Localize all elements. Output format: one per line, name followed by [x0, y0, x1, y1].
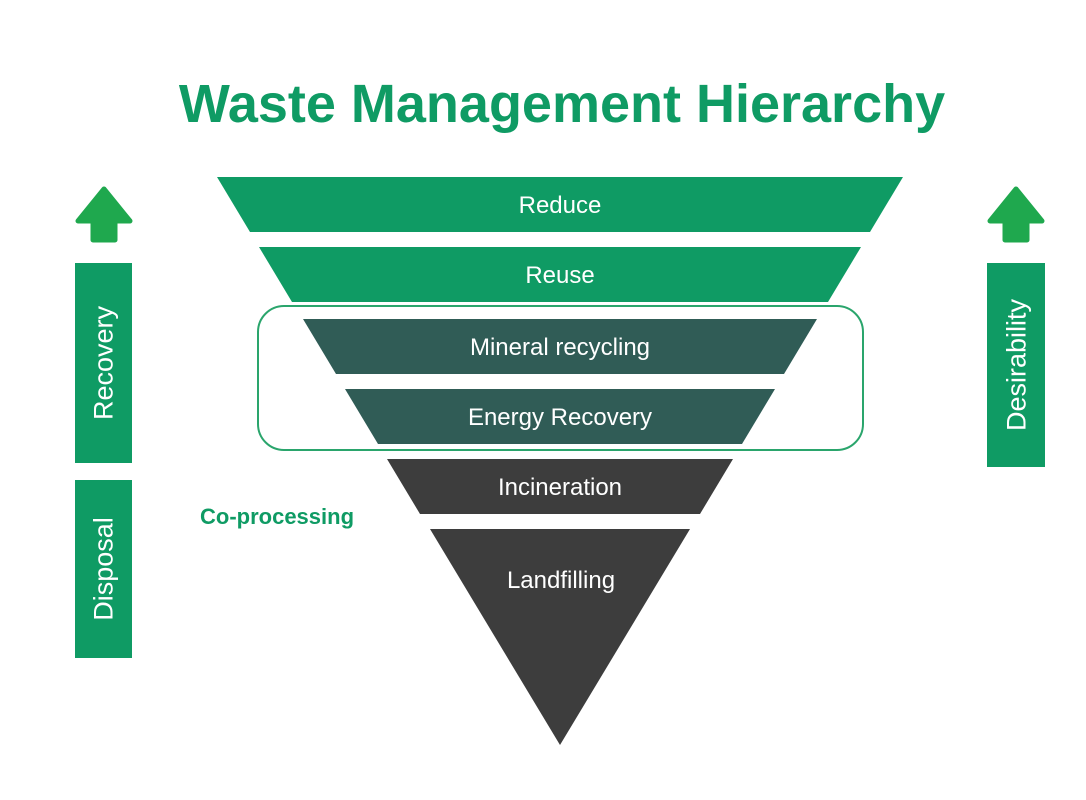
right-up-arrow-icon	[987, 186, 1045, 243]
left-up-arrow-icon	[75, 186, 133, 243]
page-title: Waste Management Hierarchy	[179, 74, 945, 134]
funnel-layer-reduce-label: Reduce	[519, 192, 602, 219]
co-processing-label: Co-processing	[200, 504, 354, 529]
disposal-axis-label: Disposal	[88, 517, 118, 621]
funnel-layer-incineration	[387, 459, 733, 514]
co-processing-group-outline	[257, 305, 864, 451]
desirability-axis-bar	[987, 263, 1045, 467]
funnel-layer-reuse	[259, 247, 861, 302]
funnel-layer-mineral-recycling	[303, 319, 817, 374]
funnel-layer-landfilling-label: Landfilling	[507, 567, 615, 594]
funnel-layer-mineral-recycling-label: Mineral recycling	[470, 334, 650, 361]
recovery-axis-label: Recovery	[88, 305, 118, 420]
recovery-axis-segment	[75, 263, 132, 463]
funnel-layer-incineration-label: Incineration	[498, 474, 622, 501]
funnel-layer-energy-recovery-label: Energy Recovery	[468, 404, 652, 431]
disposal-axis-segment	[75, 480, 132, 658]
funnel-layer-reuse-label: Reuse	[525, 262, 594, 289]
funnel-layer-landfilling	[430, 529, 690, 745]
funnel-layer-energy-recovery	[345, 389, 775, 444]
funnel-layer-reduce	[217, 177, 903, 232]
desirability-axis-label: Desirability	[1001, 298, 1031, 431]
